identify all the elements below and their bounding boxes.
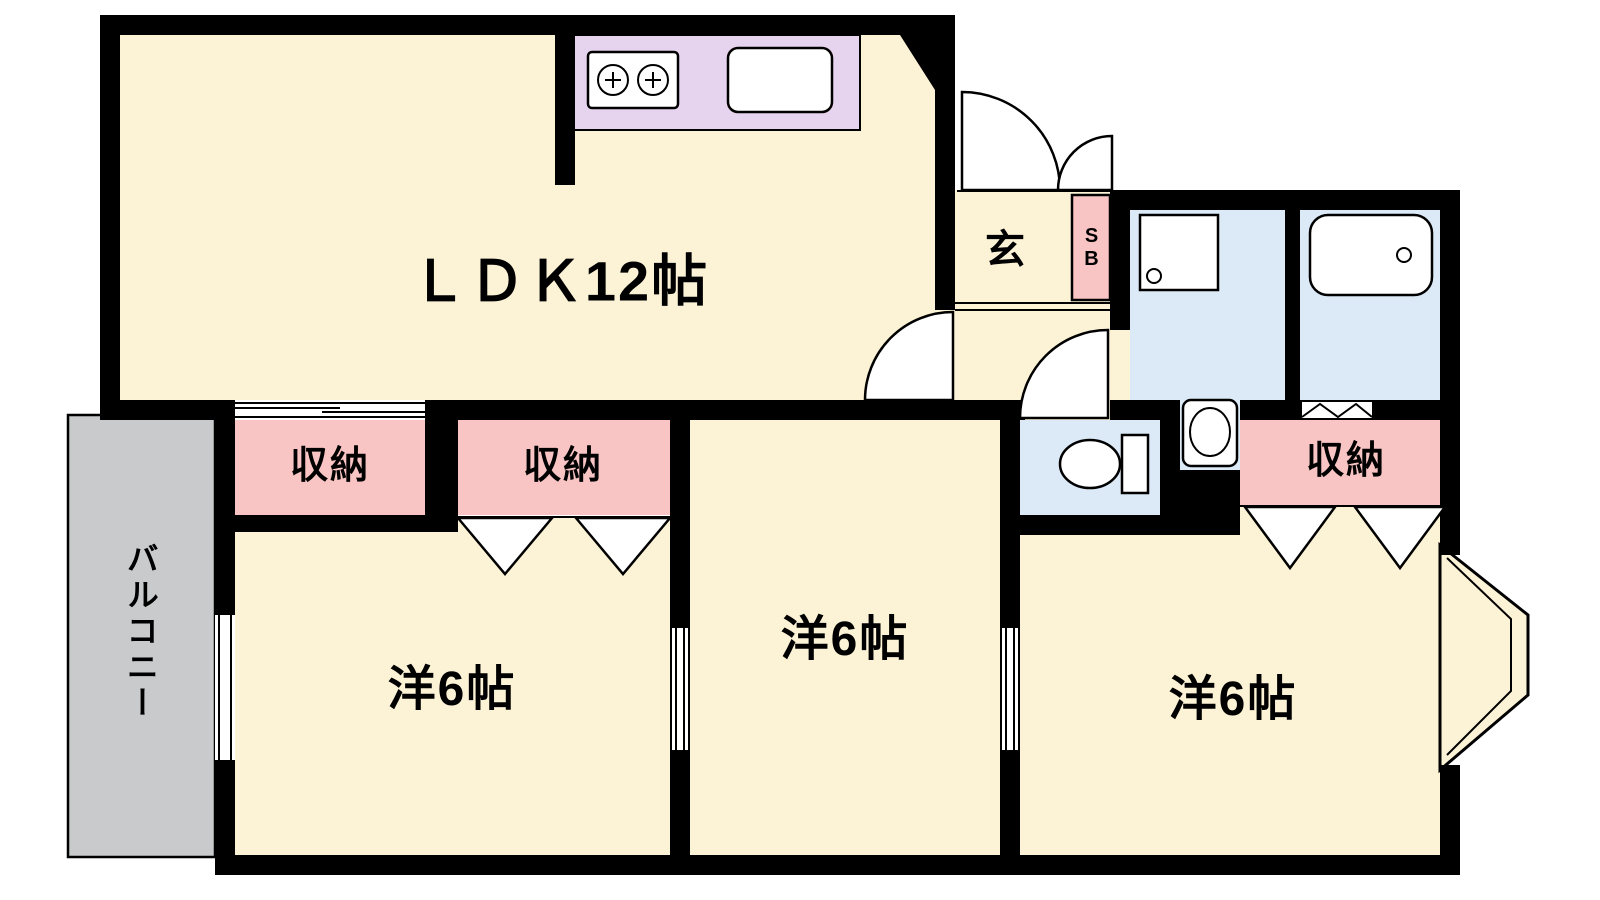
washing-machine-icon xyxy=(1138,213,1220,292)
wall-segment xyxy=(425,400,458,532)
ldk-door-arc xyxy=(863,310,955,402)
room-bedroom-right xyxy=(1020,505,1440,855)
wall-segment xyxy=(1110,210,1130,330)
storage-label-a: 収納 xyxy=(289,445,371,488)
fixtures xyxy=(455,46,1448,576)
wall-segment xyxy=(215,855,1460,875)
room-bedroom-center xyxy=(690,420,1000,855)
wall-segment xyxy=(425,400,1025,420)
toilet-tank-icon xyxy=(1120,433,1150,495)
wall-segment xyxy=(1285,190,1300,420)
room-bedroom-left xyxy=(235,518,670,855)
wall-segment xyxy=(1015,515,1240,535)
bathtub-icon xyxy=(1308,213,1434,297)
partition-opening xyxy=(672,628,688,750)
closet-folding-door-icon xyxy=(455,516,555,576)
washroom-door-opening xyxy=(1110,330,1130,415)
vanity-sink-icon xyxy=(1189,407,1231,457)
room-storage-b xyxy=(458,420,670,515)
entrance-door-arc-main xyxy=(960,90,1062,192)
shoe-box xyxy=(1070,193,1112,302)
room-storage-a xyxy=(235,420,425,515)
bathtub-drain-icon xyxy=(1396,247,1412,263)
doors xyxy=(863,90,1114,420)
storage-label-b: 収納 xyxy=(522,445,604,488)
stove-icon xyxy=(586,50,680,110)
stove-burner-icon xyxy=(637,64,669,96)
closet-folding-door-icon xyxy=(1242,505,1338,571)
partition-opening xyxy=(1002,628,1018,750)
wall-segment xyxy=(935,35,955,310)
bay-window-inner-line xyxy=(1446,557,1512,756)
closet-folding-door-icon xyxy=(1352,505,1448,571)
floors xyxy=(66,34,1530,859)
wall-segment xyxy=(1440,210,1460,555)
wall-segment xyxy=(1110,400,1180,420)
hall-door-arc xyxy=(1018,328,1110,420)
genkan-label: 玄 xyxy=(985,228,1027,272)
wall-segment xyxy=(1160,420,1180,535)
storage-label-c: 収納 xyxy=(1305,440,1387,483)
wall-segment xyxy=(100,15,955,35)
ldk-label: ＬＤＫ12帖 xyxy=(410,249,710,313)
door-swing-marker xyxy=(1378,400,1406,417)
kitchen-partition-wall xyxy=(555,35,575,185)
wall-segment xyxy=(120,400,235,420)
balcony-label: バルコニー xyxy=(122,542,159,722)
shoe-box-label: SB xyxy=(1080,225,1103,271)
entrance-door-arc-sub xyxy=(1056,134,1114,192)
wall-segment xyxy=(1440,765,1460,875)
bay-window xyxy=(1438,541,1530,774)
closet-folding-door-icon xyxy=(573,516,673,576)
wall-segment xyxy=(100,15,120,420)
stove-burner-icon xyxy=(597,64,629,96)
room-balcony xyxy=(66,413,217,859)
bath-folding-door-line xyxy=(1301,402,1373,419)
kitchen-sink-icon xyxy=(726,46,834,114)
wall-segment xyxy=(215,515,440,532)
toilet-bowl-icon xyxy=(1058,438,1122,490)
bedroom-right-label: 洋6帖 xyxy=(1168,672,1298,726)
bedroom-center-label: 洋6帖 xyxy=(780,612,910,666)
washing-machine-tap-icon xyxy=(1146,268,1162,284)
bedroom-left-label: 洋6帖 xyxy=(387,662,517,716)
windows-and-openings xyxy=(215,190,1512,760)
room-storage-c xyxy=(1240,420,1450,505)
